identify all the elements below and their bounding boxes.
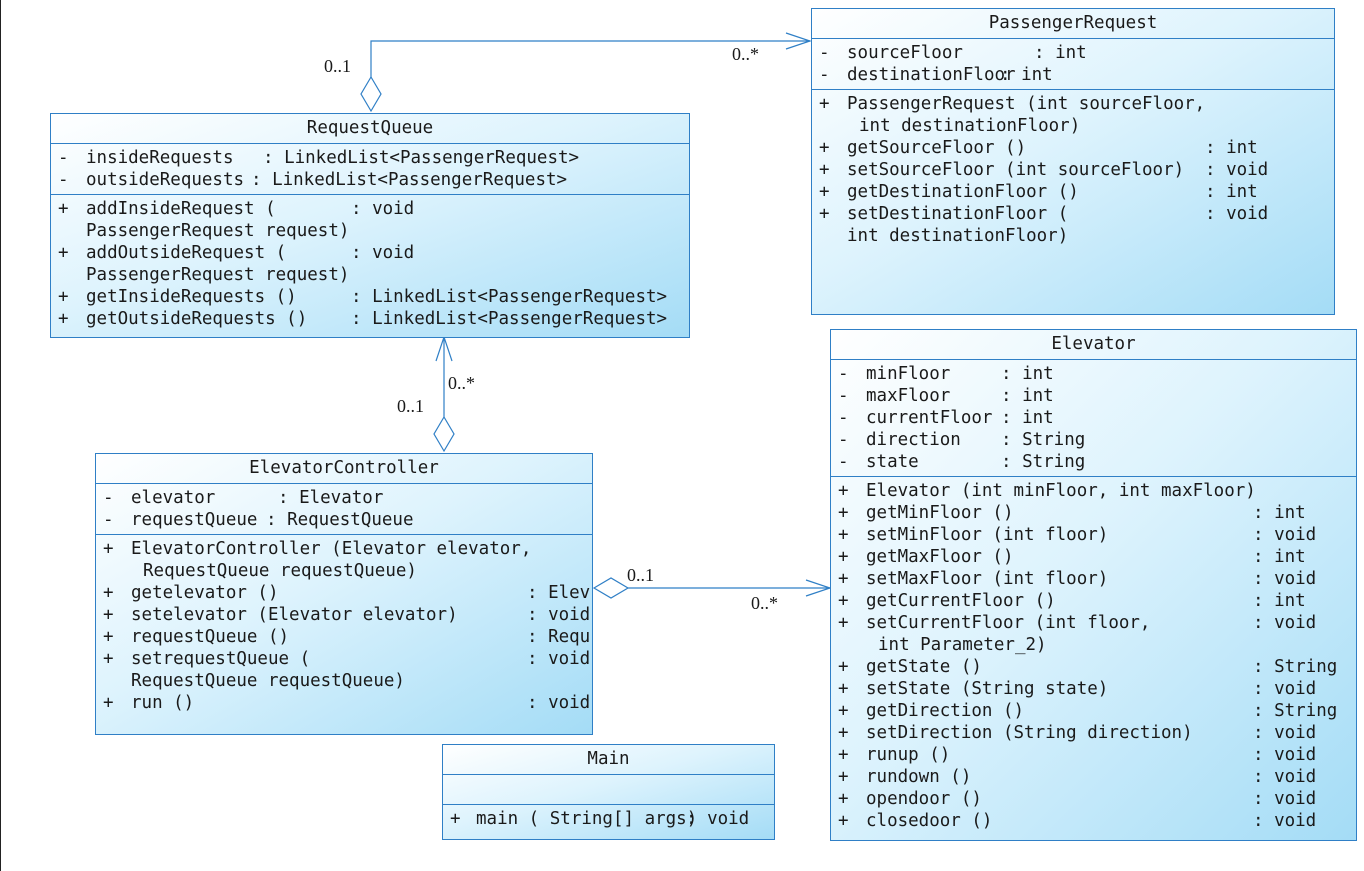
class-name: RequestQueue xyxy=(51,114,689,144)
operation-row: +setCurrentFloor (int floor,: void xyxy=(838,613,1317,633)
operation-row: +runup (): void xyxy=(838,745,1317,765)
left-edge-rule xyxy=(0,0,1,871)
operation-row: +getelevator (): Elev xyxy=(103,583,591,603)
operation-row: +getCurrentFloor (): int xyxy=(838,591,1306,611)
attribute-row: -elevator: Elevator xyxy=(103,488,384,508)
attribute-compartment: -insideRequests: LinkedList<PassengerReq… xyxy=(51,144,689,195)
attribute-row: -state: String xyxy=(838,452,1086,472)
aggregation-diamond-controller-elevator xyxy=(592,577,630,599)
class-passenger-request[interactable]: PassengerRequest -sourceFloor: int -dest… xyxy=(811,8,1335,315)
operation-row: +rundown (): void xyxy=(838,767,1317,787)
attribute-compartment: -sourceFloor: int -destinationFloor: int xyxy=(812,39,1334,90)
class-main[interactable]: Main +main ( String[] args): void xyxy=(442,744,775,840)
operation-row: +opendoor (): void xyxy=(838,789,1317,809)
attribute-row: -destinationFloor: int xyxy=(819,65,1053,85)
multiplicity-request-part: 0..* xyxy=(732,44,759,64)
operation-row: +getOutsideRequests (): LinkedList<Passe… xyxy=(58,309,668,329)
assoc-line-queue-request xyxy=(370,40,810,77)
attribute-row: -outsideRequests: LinkedList<PassengerRe… xyxy=(58,170,568,190)
operation-row-continued: int destinationFloor) xyxy=(859,116,1081,136)
class-elevator[interactable]: Elevator -minFloor: int -maxFloor: int -… xyxy=(830,329,1357,841)
attribute-compartment: -minFloor: int -maxFloor: int -currentFl… xyxy=(831,360,1356,477)
attribute-compartment: -elevator: Elevator -requestQueue: Reque… xyxy=(96,484,592,535)
class-elevator-controller[interactable]: ElevatorController -elevator: Elevator -… xyxy=(95,453,593,735)
operation-row: +getState (): String xyxy=(838,657,1338,677)
attribute-row: -currentFloor: int xyxy=(838,408,1054,428)
multiplicity-queue-part: 0..* xyxy=(448,373,475,393)
aggregation-diamond-queue xyxy=(360,75,382,113)
operation-compartment: +PassengerRequest (int sourceFloor, int … xyxy=(812,90,1334,247)
operation-row-continued: int destinationFloor) xyxy=(847,226,1069,246)
operation-row-continued: RequestQueue requestQueue) xyxy=(143,561,417,581)
multiplicity-controller-elevator-whole: 0..1 xyxy=(627,565,654,585)
operation-row-continued: PassengerRequest request) xyxy=(86,265,350,285)
operation-row: +setelevator (Elevator elevator): void xyxy=(103,605,591,625)
multiplicity-controller-whole: 0..1 xyxy=(397,396,424,416)
operation-row: +closedoor (): void xyxy=(838,811,1317,831)
operation-row: +getSourceFloor (): int xyxy=(819,138,1258,158)
operation-row: +setState (String state): void xyxy=(838,679,1317,699)
operation-row: +setMinFloor (int floor): void xyxy=(838,525,1317,545)
operation-compartment: +ElevatorController (Elevator elevator, … xyxy=(96,535,592,714)
attribute-row: -direction: String xyxy=(838,430,1086,450)
operation-row: +getInsideRequests (): LinkedList<Passen… xyxy=(58,287,668,307)
operation-row: +setrequestQueue (: void xyxy=(103,649,591,669)
operation-row-continued: RequestQueue requestQueue) xyxy=(131,671,405,691)
operation-compartment: +Elevator (int minFloor, int maxFloor) +… xyxy=(831,477,1356,832)
operation-row: +run (): void xyxy=(103,693,591,713)
arrowhead-passenger-request xyxy=(785,32,812,50)
multiplicity-queue-whole: 0..1 xyxy=(324,56,351,76)
operation-row-continued: PassengerRequest request) xyxy=(86,221,350,241)
operation-row: +setDestinationFloor (: void xyxy=(819,204,1269,224)
attribute-row: -minFloor: int xyxy=(838,364,1054,384)
operation-row: +PassengerRequest (int sourceFloor, xyxy=(819,94,1206,114)
operation-row: +setMaxFloor (int floor): void xyxy=(838,569,1317,589)
operation-row: +setSourceFloor (int sourceFloor): void xyxy=(819,160,1269,180)
operation-row: +getMinFloor (): int xyxy=(838,503,1306,523)
operation-row: +addInsideRequest (: void xyxy=(58,199,415,219)
operation-compartment: +main ( String[] args): void xyxy=(443,805,774,830)
operation-row-continued: int Parameter_2) xyxy=(878,635,1047,655)
operation-row: +Elevator (int minFloor, int maxFloor) xyxy=(838,481,1256,501)
attribute-row: -requestQueue: RequestQueue xyxy=(103,510,414,530)
class-name: Main xyxy=(443,745,774,775)
attribute-row: -maxFloor: int xyxy=(838,386,1054,406)
class-name: Elevator xyxy=(831,330,1356,360)
operation-row: +ElevatorController (Elevator elevator, xyxy=(103,539,532,559)
operation-row: +requestQueue (): Requ xyxy=(103,627,591,647)
class-name: PassengerRequest xyxy=(812,9,1334,39)
class-request-queue[interactable]: RequestQueue -insideRequests: LinkedList… xyxy=(50,113,690,338)
multiplicity-elevator-part: 0..* xyxy=(751,593,778,613)
operation-row: +main ( String[] args): void xyxy=(450,809,750,829)
operation-row: +setDirection (String direction): void xyxy=(838,723,1317,743)
aggregation-diamond-controller-queue xyxy=(433,415,455,453)
operation-row: +addOutsideRequest (: void xyxy=(58,243,415,263)
operation-row: +getDirection (): String xyxy=(838,701,1338,721)
attribute-row: -insideRequests: LinkedList<PassengerReq… xyxy=(58,148,580,168)
operation-compartment: +addInsideRequest (: void PassengerReque… xyxy=(51,195,689,330)
attribute-row: -sourceFloor: int xyxy=(819,43,1087,63)
attribute-compartment xyxy=(443,775,774,805)
operation-row: +getDestinationFloor (): int xyxy=(819,182,1258,202)
class-name: ElevatorController xyxy=(96,454,592,484)
operation-row: +getMaxFloor (): int xyxy=(838,547,1306,567)
